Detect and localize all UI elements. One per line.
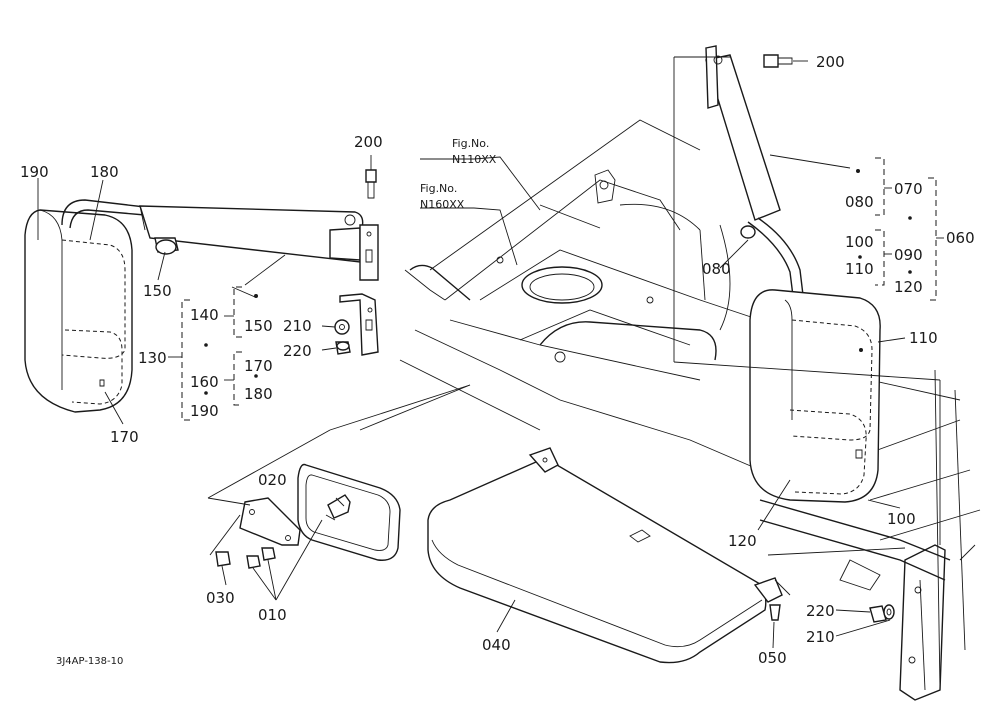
part-label-200-right: 200 bbox=[816, 53, 845, 71]
part-label-080-group: 080 bbox=[845, 193, 874, 211]
part-label-120-group: 120 bbox=[894, 278, 923, 296]
leader-lines bbox=[37, 60, 906, 649]
part-label-040: 040 bbox=[482, 636, 511, 654]
fig-ref-n110-line1: Fig.No. bbox=[452, 137, 489, 150]
fig-ref-n110-line2: N110XX bbox=[452, 153, 497, 166]
part-label-210-right: 210 bbox=[806, 628, 835, 646]
part-label-100: 100 bbox=[887, 510, 916, 528]
part-label-060: 060 bbox=[946, 229, 975, 247]
left-mirror-assembly bbox=[24, 169, 379, 413]
part-label-180: 180 bbox=[90, 163, 119, 181]
part-label-220-right: 220 bbox=[806, 602, 835, 620]
part-label-030: 030 bbox=[206, 589, 235, 607]
part-label-010: 010 bbox=[258, 606, 287, 624]
part-label-020: 020 bbox=[258, 471, 287, 489]
part-label-190-group: 190 bbox=[190, 402, 219, 420]
part-label-090: 090 bbox=[894, 246, 923, 264]
part-label-190: 190 bbox=[20, 163, 49, 181]
small-mirror-assembly bbox=[209, 463, 401, 569]
part-label-130: 130 bbox=[138, 349, 167, 367]
part-label-150-knob: 150 bbox=[143, 282, 172, 300]
part-label-070: 070 bbox=[894, 180, 923, 198]
part-label-110: 110 bbox=[909, 329, 938, 347]
part-label-120: 120 bbox=[728, 532, 757, 550]
part-label-100-group: 100 bbox=[845, 233, 874, 251]
part-label-150: 150 bbox=[244, 317, 273, 335]
tractor-frame bbox=[359, 119, 981, 701]
part-label-180-group: 180 bbox=[244, 385, 273, 403]
fig-ref-n160-line2: N160XX bbox=[420, 198, 465, 211]
part-label-140: 140 bbox=[190, 306, 219, 324]
part-label-050: 050 bbox=[758, 649, 787, 667]
part-label-170-group: 170 bbox=[244, 357, 273, 375]
right-mirror-assembly bbox=[705, 45, 895, 623]
part-label-160: 160 bbox=[190, 373, 219, 391]
part-label-080: 080 bbox=[702, 260, 731, 278]
part-label-170: 170 bbox=[110, 428, 139, 446]
left-bracket-groups bbox=[168, 286, 258, 421]
part-label-220-left: 220 bbox=[283, 342, 312, 360]
document-id: 3J4AP-138-10 bbox=[56, 656, 123, 667]
right-bracket-groups bbox=[856, 157, 944, 352]
part-label-200-left: 200 bbox=[354, 133, 383, 151]
part-label-110-group: 110 bbox=[845, 260, 874, 278]
fig-ref-n160-line1: Fig.No. bbox=[420, 182, 457, 195]
cover-plate-040 bbox=[427, 447, 791, 664]
part-label-210-left: 210 bbox=[283, 317, 312, 335]
assembly-reference-lines bbox=[673, 56, 941, 545]
